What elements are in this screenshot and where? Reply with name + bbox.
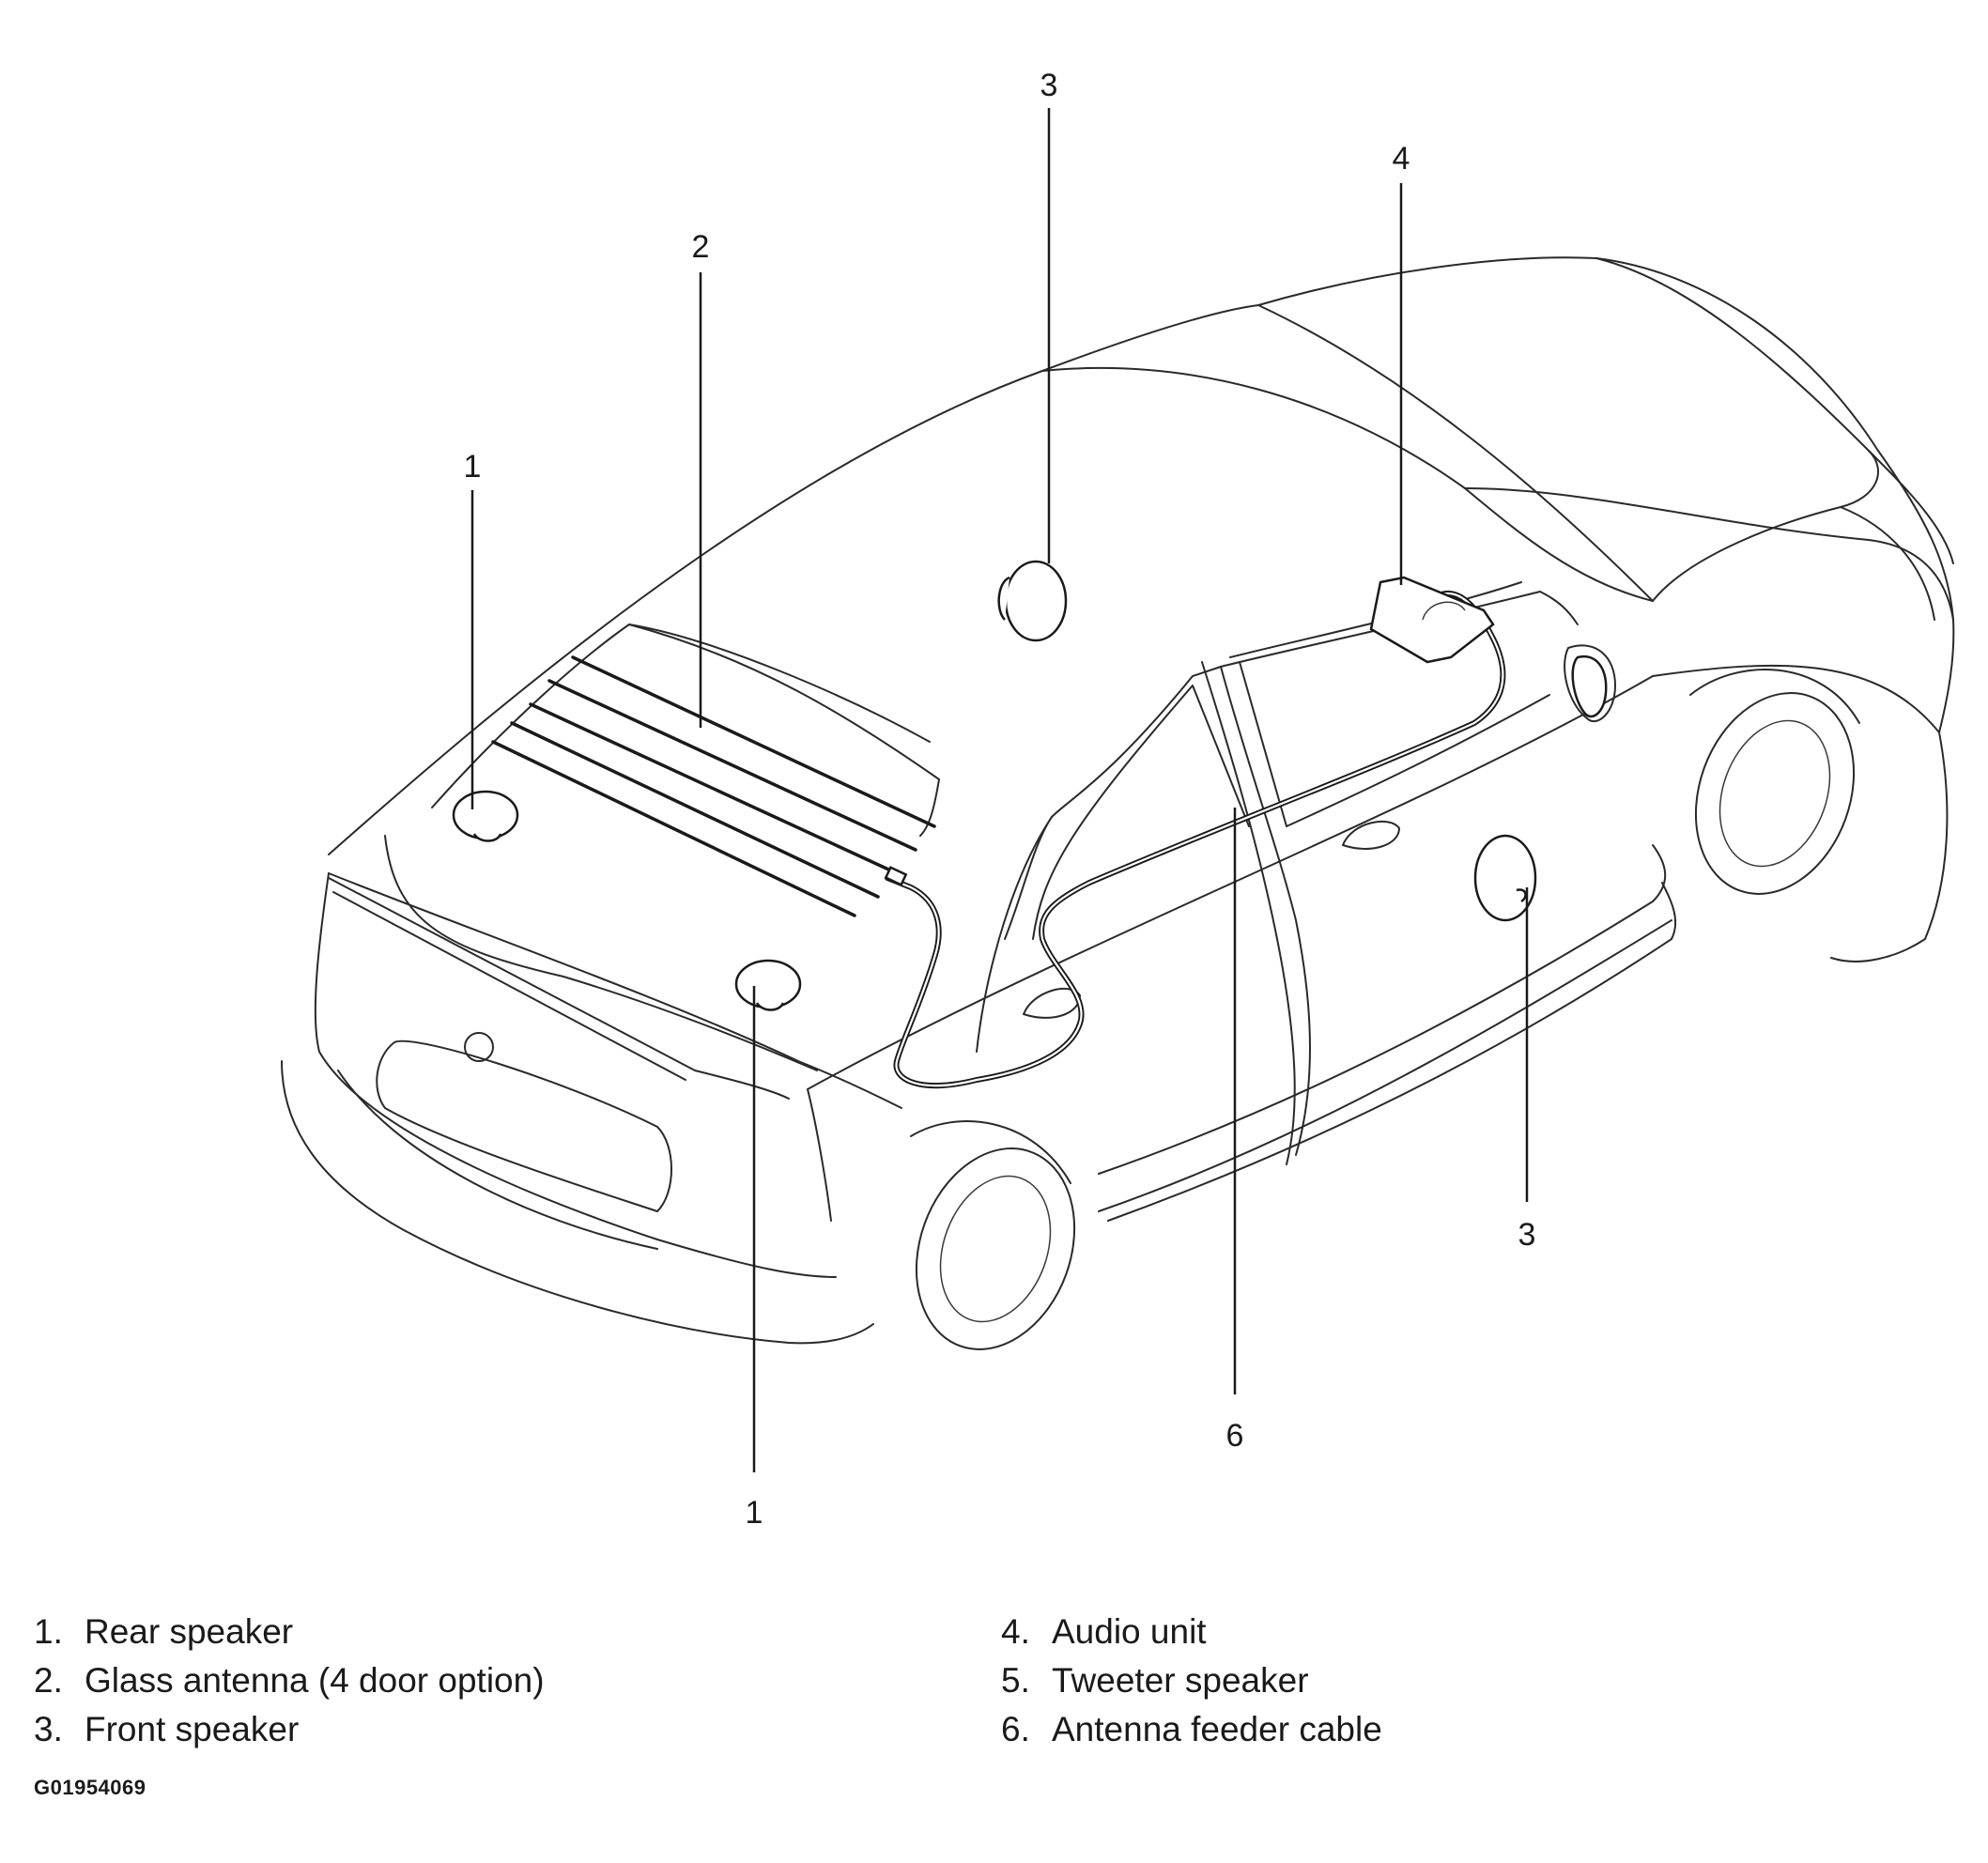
legend-text: Audio unit (1052, 1612, 1207, 1651)
legend: 1. Rear speaker 2. Glass antenna (4 door… (34, 1608, 1949, 1754)
legend-number: 1. (34, 1612, 63, 1651)
rear-speaker-right (734, 959, 802, 1011)
callout-3-lower: 3 (1518, 1217, 1536, 1253)
audio-unit (1369, 576, 1495, 664)
legend-text: Tweeter speaker (1052, 1661, 1309, 1700)
callout-1-upper: 1 (464, 449, 482, 485)
tweeter-speaker (1571, 654, 1608, 718)
legend-item-glass-antenna: 2. Glass antenna (4 door option) (34, 1656, 1001, 1705)
front-speaker-right (1473, 834, 1537, 922)
glass-antenna (491, 655, 936, 917)
legend-number: 6. (1001, 1710, 1030, 1748)
legend-text: Front speaker (85, 1710, 300, 1748)
figure-code: G01954069 (34, 1776, 146, 1799)
legend-text: Rear speaker (85, 1612, 294, 1651)
legend-number: 2. (34, 1661, 63, 1700)
legend-item-audio-unit: 4. Audio unit (1001, 1608, 1382, 1656)
legend-number: 5. (1001, 1661, 1030, 1700)
callout-4: 4 (1393, 141, 1410, 177)
antenna-feeder-cable (884, 591, 1506, 1089)
leader-lines (470, 108, 1529, 1472)
legend-text: Glass antenna (4 door option) (85, 1661, 545, 1700)
callout-3-upper: 3 (1040, 68, 1058, 103)
legend-number: 3. (34, 1710, 63, 1748)
callout-2: 2 (692, 229, 710, 265)
legend-item-rear-speaker: 1. Rear speaker (34, 1608, 1001, 1656)
legend-item-tweeter-speaker: 5. Tweeter speaker (1001, 1656, 1382, 1705)
legend-text: Antenna feeder cable (1052, 1710, 1382, 1748)
legend-number: 4. (1001, 1612, 1030, 1651)
legend-item-front-speaker: 3. Front speaker (34, 1705, 1001, 1754)
callout-6: 6 (1226, 1418, 1244, 1454)
callout-labels: 1 1 2 3 3 4 6 (464, 68, 1536, 1531)
legend-column-right: 4. Audio unit 5. Tweeter speaker 6. Ante… (1001, 1608, 1382, 1754)
front-speaker-left (997, 560, 1068, 642)
legend-column-left: 1. Rear speaker 2. Glass antenna (4 door… (34, 1608, 1001, 1754)
car-body-outline (281, 256, 1955, 1350)
legend-item-antenna-feeder-cable: 6. Antenna feeder cable (1001, 1705, 1382, 1754)
rear-speaker-left (452, 790, 519, 842)
callout-1-lower: 1 (746, 1495, 763, 1531)
